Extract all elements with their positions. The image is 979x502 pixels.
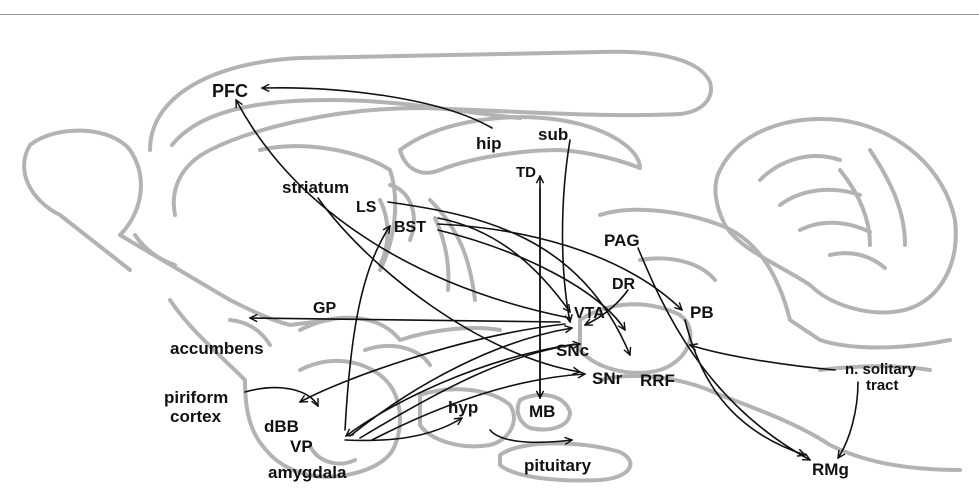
- label-sub: sub: [538, 125, 568, 144]
- label-rrf: RRF: [640, 371, 675, 390]
- label-piriform: piriform: [164, 388, 228, 407]
- label-gp: GP: [313, 300, 336, 317]
- brain-outline: [24, 52, 960, 481]
- arrow-piriform-to-dbb: [245, 388, 318, 406]
- label-accumbens: accumbens: [170, 339, 264, 358]
- arrow-nts-to-pb: [690, 345, 835, 370]
- label-amygdala: amygdala: [268, 463, 347, 482]
- label-ls: LS: [356, 199, 377, 216]
- label-pituitary: pituitary: [524, 456, 592, 475]
- arrow-nts-to-rmg: [838, 382, 858, 458]
- label-dbb: dBB: [264, 417, 299, 436]
- label-rmg: RMg: [812, 460, 849, 479]
- label-pag: PAG: [604, 231, 640, 250]
- arrow-vta-to-accumbens: [250, 318, 560, 322]
- arrow-sub-to-vta: [563, 140, 571, 322]
- label-n-solitary: n. solitary: [845, 361, 917, 378]
- label-vta: VTA: [574, 305, 605, 322]
- label-mb: MB: [529, 402, 555, 421]
- label-td: TD: [516, 164, 536, 181]
- label-hip: hip: [476, 134, 502, 153]
- label-cortex: cortex: [170, 407, 222, 426]
- label-snc: SNc: [556, 341, 589, 360]
- label-bst: BST: [394, 219, 426, 236]
- brainstem-outline: [600, 210, 950, 348]
- label-hyp: hyp: [448, 398, 478, 417]
- arrow-bst-to-vta: [438, 218, 570, 312]
- cerebellum-outline: [715, 119, 955, 312]
- label-pb: PB: [690, 303, 714, 322]
- label-snr: SNr: [592, 369, 623, 388]
- label-vp: VP: [290, 437, 313, 456]
- label-striatum: striatum: [282, 178, 349, 197]
- label-tract: tract: [866, 377, 899, 394]
- label-pfc: PFC: [212, 81, 248, 101]
- label-dr: DR: [612, 276, 636, 293]
